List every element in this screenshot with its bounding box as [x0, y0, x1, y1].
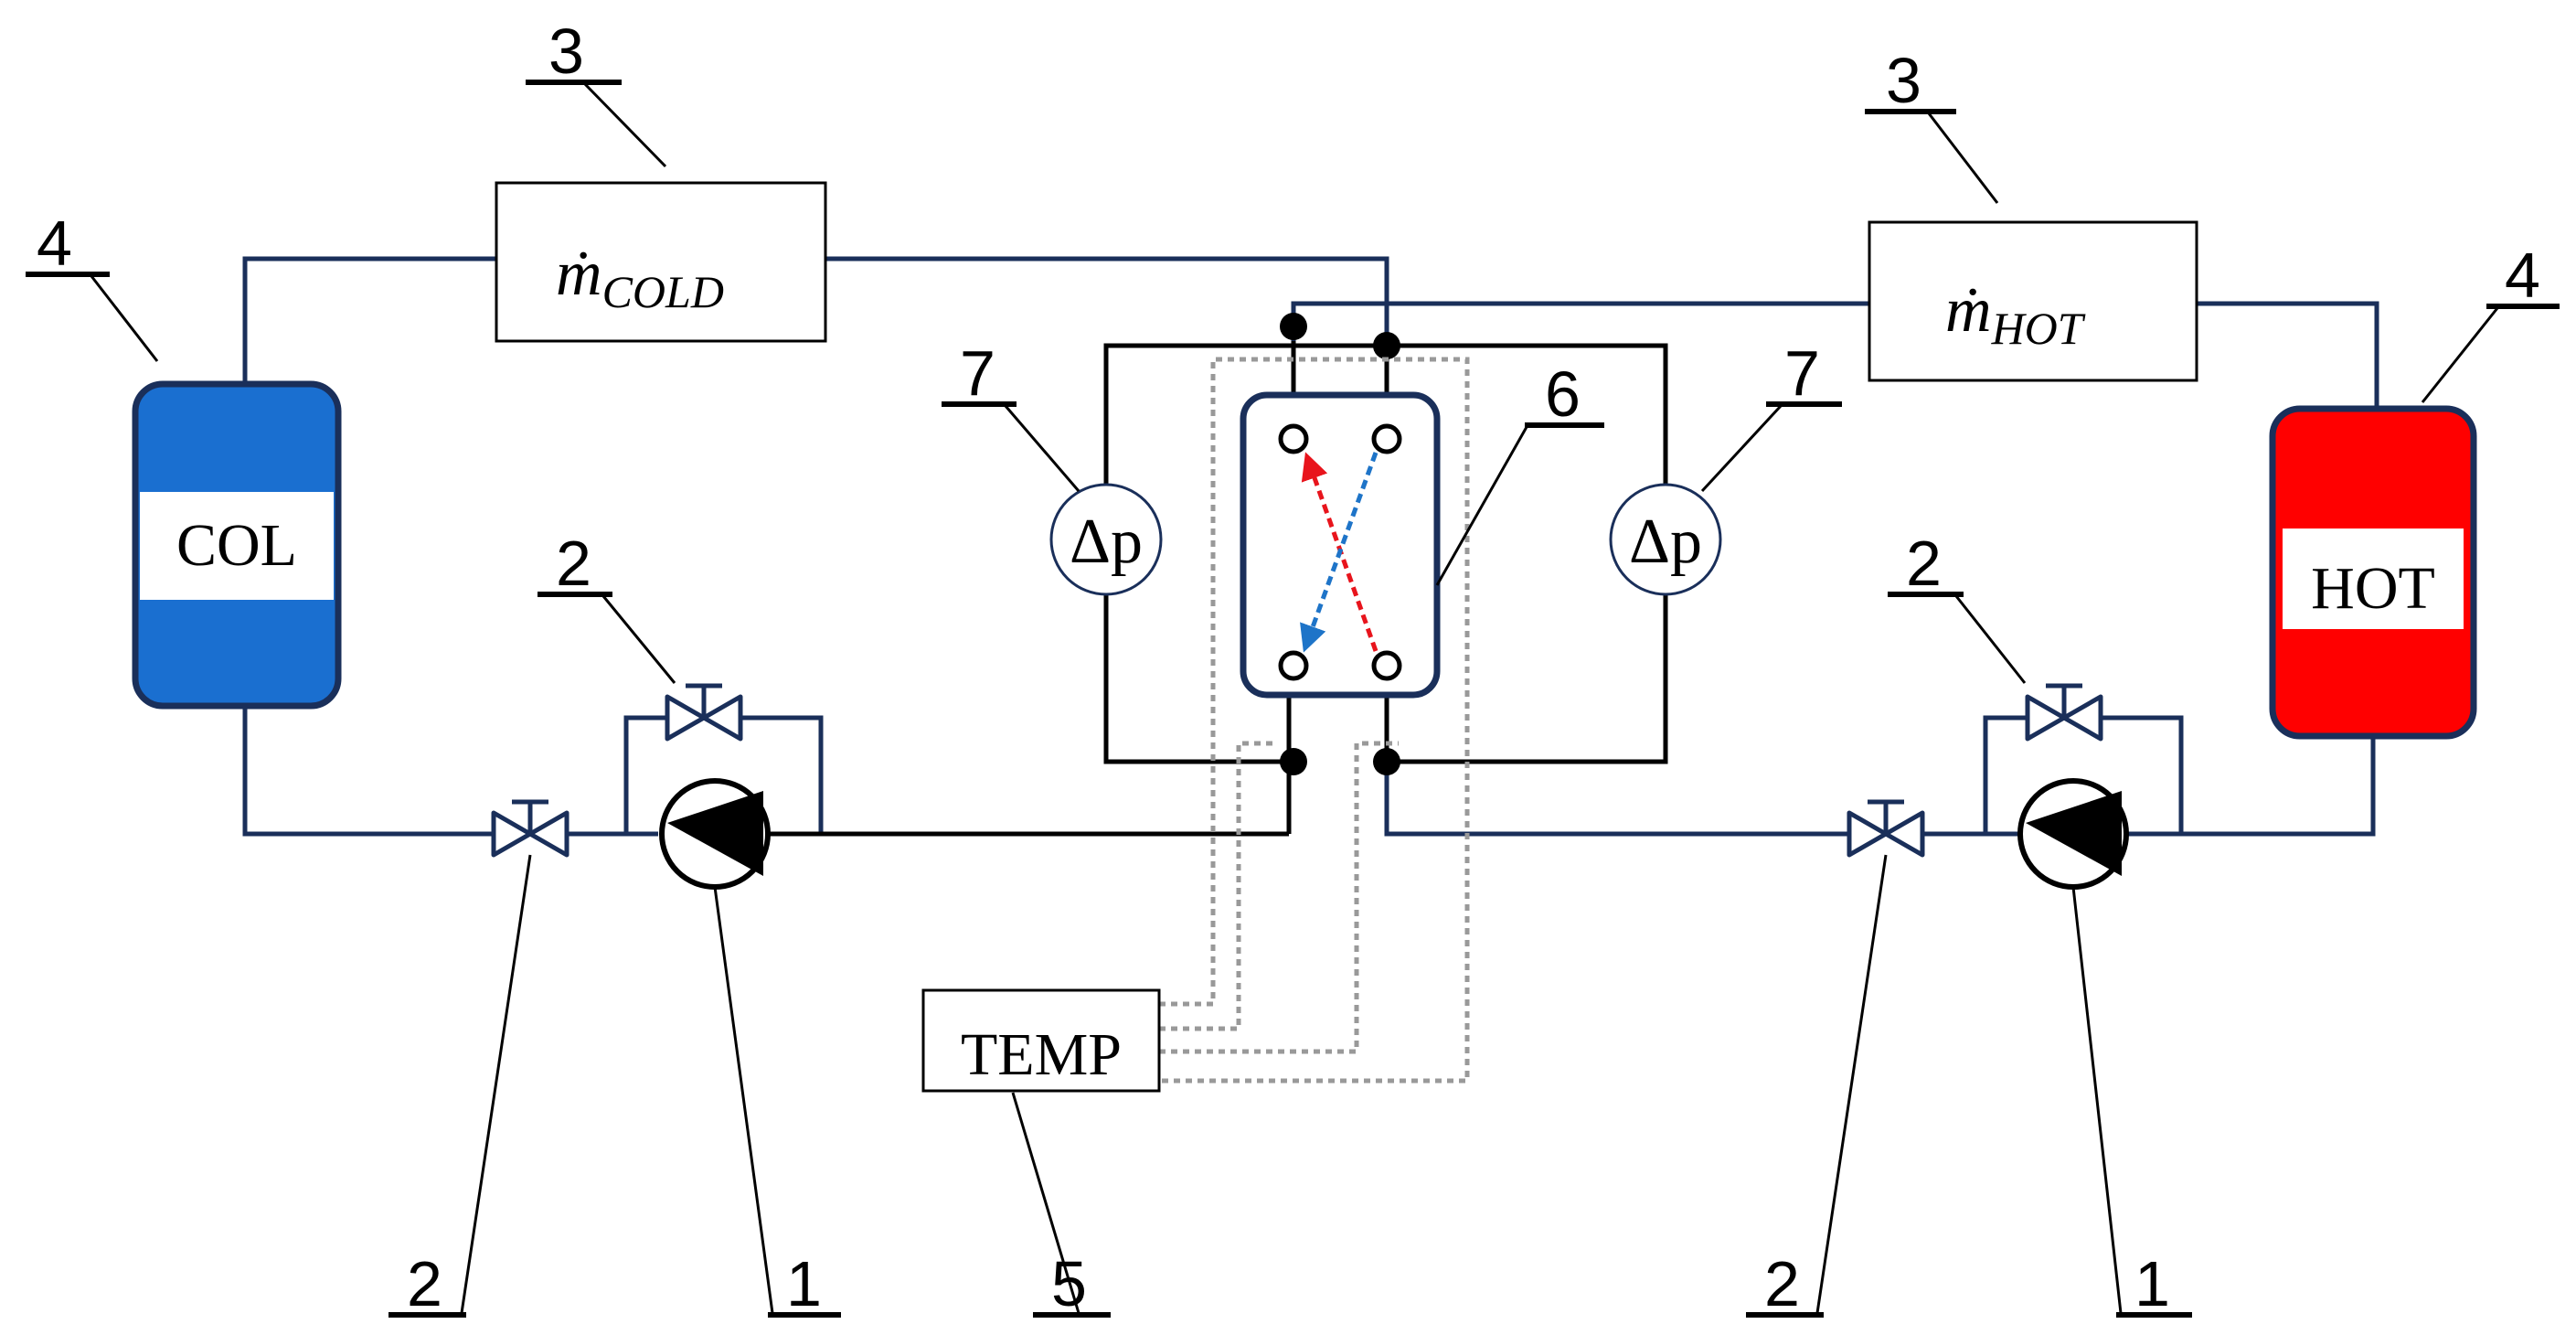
temp-line-cold-out	[1159, 741, 1278, 1031]
dp-gauge-right-circle	[1609, 483, 1722, 596]
pump-left-arrow	[667, 791, 763, 876]
pump-bypass-right	[1983, 715, 2028, 834]
port-cold-out	[1278, 650, 1309, 681]
junction-dot	[1280, 313, 1307, 340]
pipe-cold-to-exchanger	[825, 256, 1389, 341]
junction-dot	[1280, 748, 1307, 775]
flowmeter-hot: ṁHOT	[1868, 220, 2198, 382]
flowmeter-cold-box	[495, 181, 827, 343]
temperature-meter: TEMP	[921, 988, 1161, 1093]
cold-flow-arrow	[1300, 452, 1378, 653]
tank-cold-label: COL	[176, 512, 297, 579]
callout-flowmeter-hot: 3	[1886, 45, 1921, 116]
port-hot-out	[1278, 423, 1309, 454]
pipe-network	[242, 256, 2379, 837]
pump-bypass-right-right	[2101, 715, 2184, 834]
pump-bypass-left	[623, 715, 667, 834]
callout-exchanger: 6	[1545, 358, 1581, 430]
valve-top-left	[665, 683, 743, 742]
temp-line-hot-in	[1159, 741, 1399, 1054]
valve-bottom-left	[491, 799, 569, 858]
pipe-hot-exchanger-to-valve	[1384, 718, 1849, 837]
dp-gauge-left-label: Δp	[1070, 507, 1143, 577]
flowmeter-hot-symbol: ṁ	[1945, 275, 1992, 346]
callout-pump-right: 1	[2134, 1248, 2170, 1319]
dp-right-tap-top	[1387, 343, 1668, 485]
port-cold-in	[1371, 423, 1402, 454]
dp-gauge-left: Δp	[1049, 483, 1163, 596]
flowmeter-hot-box	[1868, 220, 2198, 382]
tank-hot-label: HOT	[2311, 555, 2435, 622]
callout-dp-left: 7	[960, 337, 995, 409]
callouts: 3 4 3 4 6 7 7 2 2 2	[26, 16, 2560, 1319]
svg-text:ṁCOLD: ṁCOLD	[556, 239, 724, 317]
callout-tank-cold: 4	[37, 208, 72, 279]
dp-gauge-right-label: Δp	[1629, 507, 1702, 577]
dp-gauge-right: Δp	[1609, 483, 1722, 596]
pump-right	[2017, 778, 2129, 890]
callout-valve-bottom-left: 2	[407, 1248, 442, 1319]
pump-bypass-left-right	[740, 715, 824, 834]
pump-left	[659, 778, 771, 890]
tank-cold: COL	[132, 380, 342, 710]
exchanger-body	[1240, 391, 1441, 699]
pump-right-arrow	[2026, 791, 2122, 876]
valve-top-right	[2025, 683, 2103, 742]
pipe-cold-top	[242, 256, 496, 384]
callout-valve-bottom-right: 2	[1764, 1248, 1800, 1319]
callout-tank-hot: 4	[2505, 240, 2540, 311]
flowmeter-cold-subscript: COLD	[602, 266, 724, 317]
temp-line-outer	[1159, 357, 1470, 1084]
tank-hot-label-band	[2283, 529, 2464, 629]
callout-flowmeter-cold: 3	[548, 16, 584, 87]
callout-valve-top-right: 2	[1906, 528, 1942, 599]
temperature-meter-box	[921, 988, 1161, 1093]
pipe-hot-bottom-right	[2125, 736, 2376, 837]
flowmeter-cold-symbol: ṁ	[556, 239, 602, 309]
svg-text:ṁHOT: ṁHOT	[1945, 275, 2086, 354]
pipe-cold-bottom	[242, 706, 494, 837]
junction-dot	[1373, 748, 1400, 775]
dp-left-tap-top	[1103, 343, 1387, 485]
dp-right-tap-bottom	[1387, 593, 1668, 764]
dp-gauge-left-circle	[1049, 483, 1163, 596]
plate-heat-exchanger	[1240, 391, 1441, 699]
valve-bottom-right	[1847, 799, 1925, 858]
pipe-hot-top-right	[2197, 301, 2379, 409]
flowmeter-cold: ṁCOLD	[495, 181, 827, 343]
port-hot-in	[1371, 650, 1402, 681]
junction-dot	[1373, 332, 1400, 359]
flowmeter-hot-subscript: HOT	[1991, 303, 2086, 354]
dp-left-tap-bottom	[1103, 593, 1293, 764]
temperature-meter-label: TEMP	[961, 1021, 1122, 1088]
tank-cold-label-band	[140, 492, 334, 600]
callout-pump-left: 1	[786, 1248, 822, 1319]
callout-valve-top-left: 2	[556, 528, 591, 599]
tank-hot: HOT	[2269, 405, 2477, 740]
callout-dp-right: 7	[1784, 337, 1820, 409]
pressure-tap-lines	[734, 313, 1668, 837]
temperature-sensor-lines	[1159, 357, 1470, 1084]
